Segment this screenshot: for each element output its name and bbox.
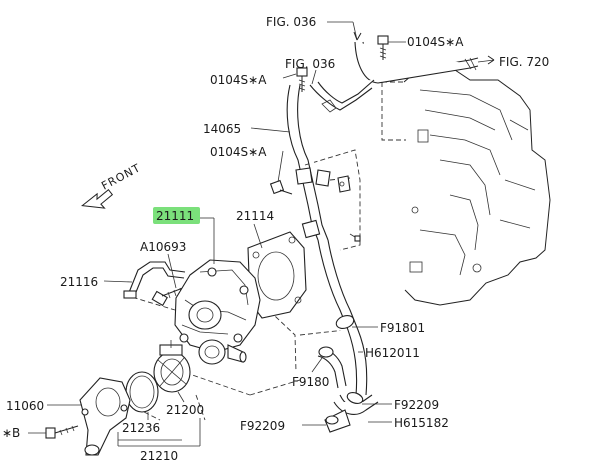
label-bolt-a-mid[interactable]: 0104S∗A (210, 145, 267, 159)
bolt-upper-left (296, 67, 308, 92)
label-fig036-top[interactable]: FIG. 036 (266, 15, 316, 29)
gasket-21236 (125, 371, 159, 413)
bolt-top (377, 35, 389, 60)
water-pump-21111 (174, 259, 261, 365)
label-fig720[interactable]: FIG. 720 (499, 55, 549, 69)
label-21210[interactable]: 21210 (140, 449, 178, 463)
thermostat-housing-21210 (79, 377, 131, 456)
label-bolt-b[interactable]: ∗B (2, 426, 20, 440)
part-21111-highlight (153, 207, 200, 224)
pipe-brackets (295, 167, 361, 242)
label-21111[interactable]: 21111 (156, 209, 194, 223)
bolt-b (45, 425, 79, 439)
label-bolt-a-left[interactable]: 0104S∗A (210, 73, 267, 87)
front-label: FRONT (99, 161, 143, 192)
front-arrow-icon (81, 188, 114, 209)
label-21114[interactable]: 21114 (236, 209, 274, 223)
label-f91801[interactable]: F91801 (380, 321, 425, 335)
label-a10693[interactable]: A10693 (140, 240, 186, 254)
bolt-mid (269, 179, 293, 195)
part-labels: FIG. 036 0104S∗A FIG. 720 FIG. 036 0104S… (2, 15, 549, 463)
label-f9180[interactable]: F9180 (292, 375, 329, 389)
bolt-a10693 (151, 285, 189, 307)
label-14065[interactable]: 14065 (203, 122, 241, 136)
label-21116[interactable]: 21116 (60, 275, 98, 289)
lower-hoses (317, 239, 379, 433)
label-f92209-left[interactable]: F92209 (240, 419, 285, 433)
hose-14065 (286, 41, 479, 241)
thermostat-21200 (153, 340, 191, 393)
label-h612011[interactable]: H612011 (365, 346, 420, 360)
leader-lines (28, 21, 495, 447)
engine-block-outline (403, 69, 551, 306)
label-fig036-mid[interactable]: FIG. 036 (285, 57, 335, 71)
label-f92209-right[interactable]: F92209 (394, 398, 439, 412)
label-21200[interactable]: 21200 (166, 403, 204, 417)
label-11060[interactable]: 11060 (6, 399, 44, 413)
label-h615182[interactable]: H615182 (394, 416, 449, 430)
label-bolt-a-top[interactable]: 0104S∗A (407, 35, 464, 49)
pipe-21116 (123, 261, 186, 299)
label-21236[interactable]: 21236 (122, 421, 160, 435)
